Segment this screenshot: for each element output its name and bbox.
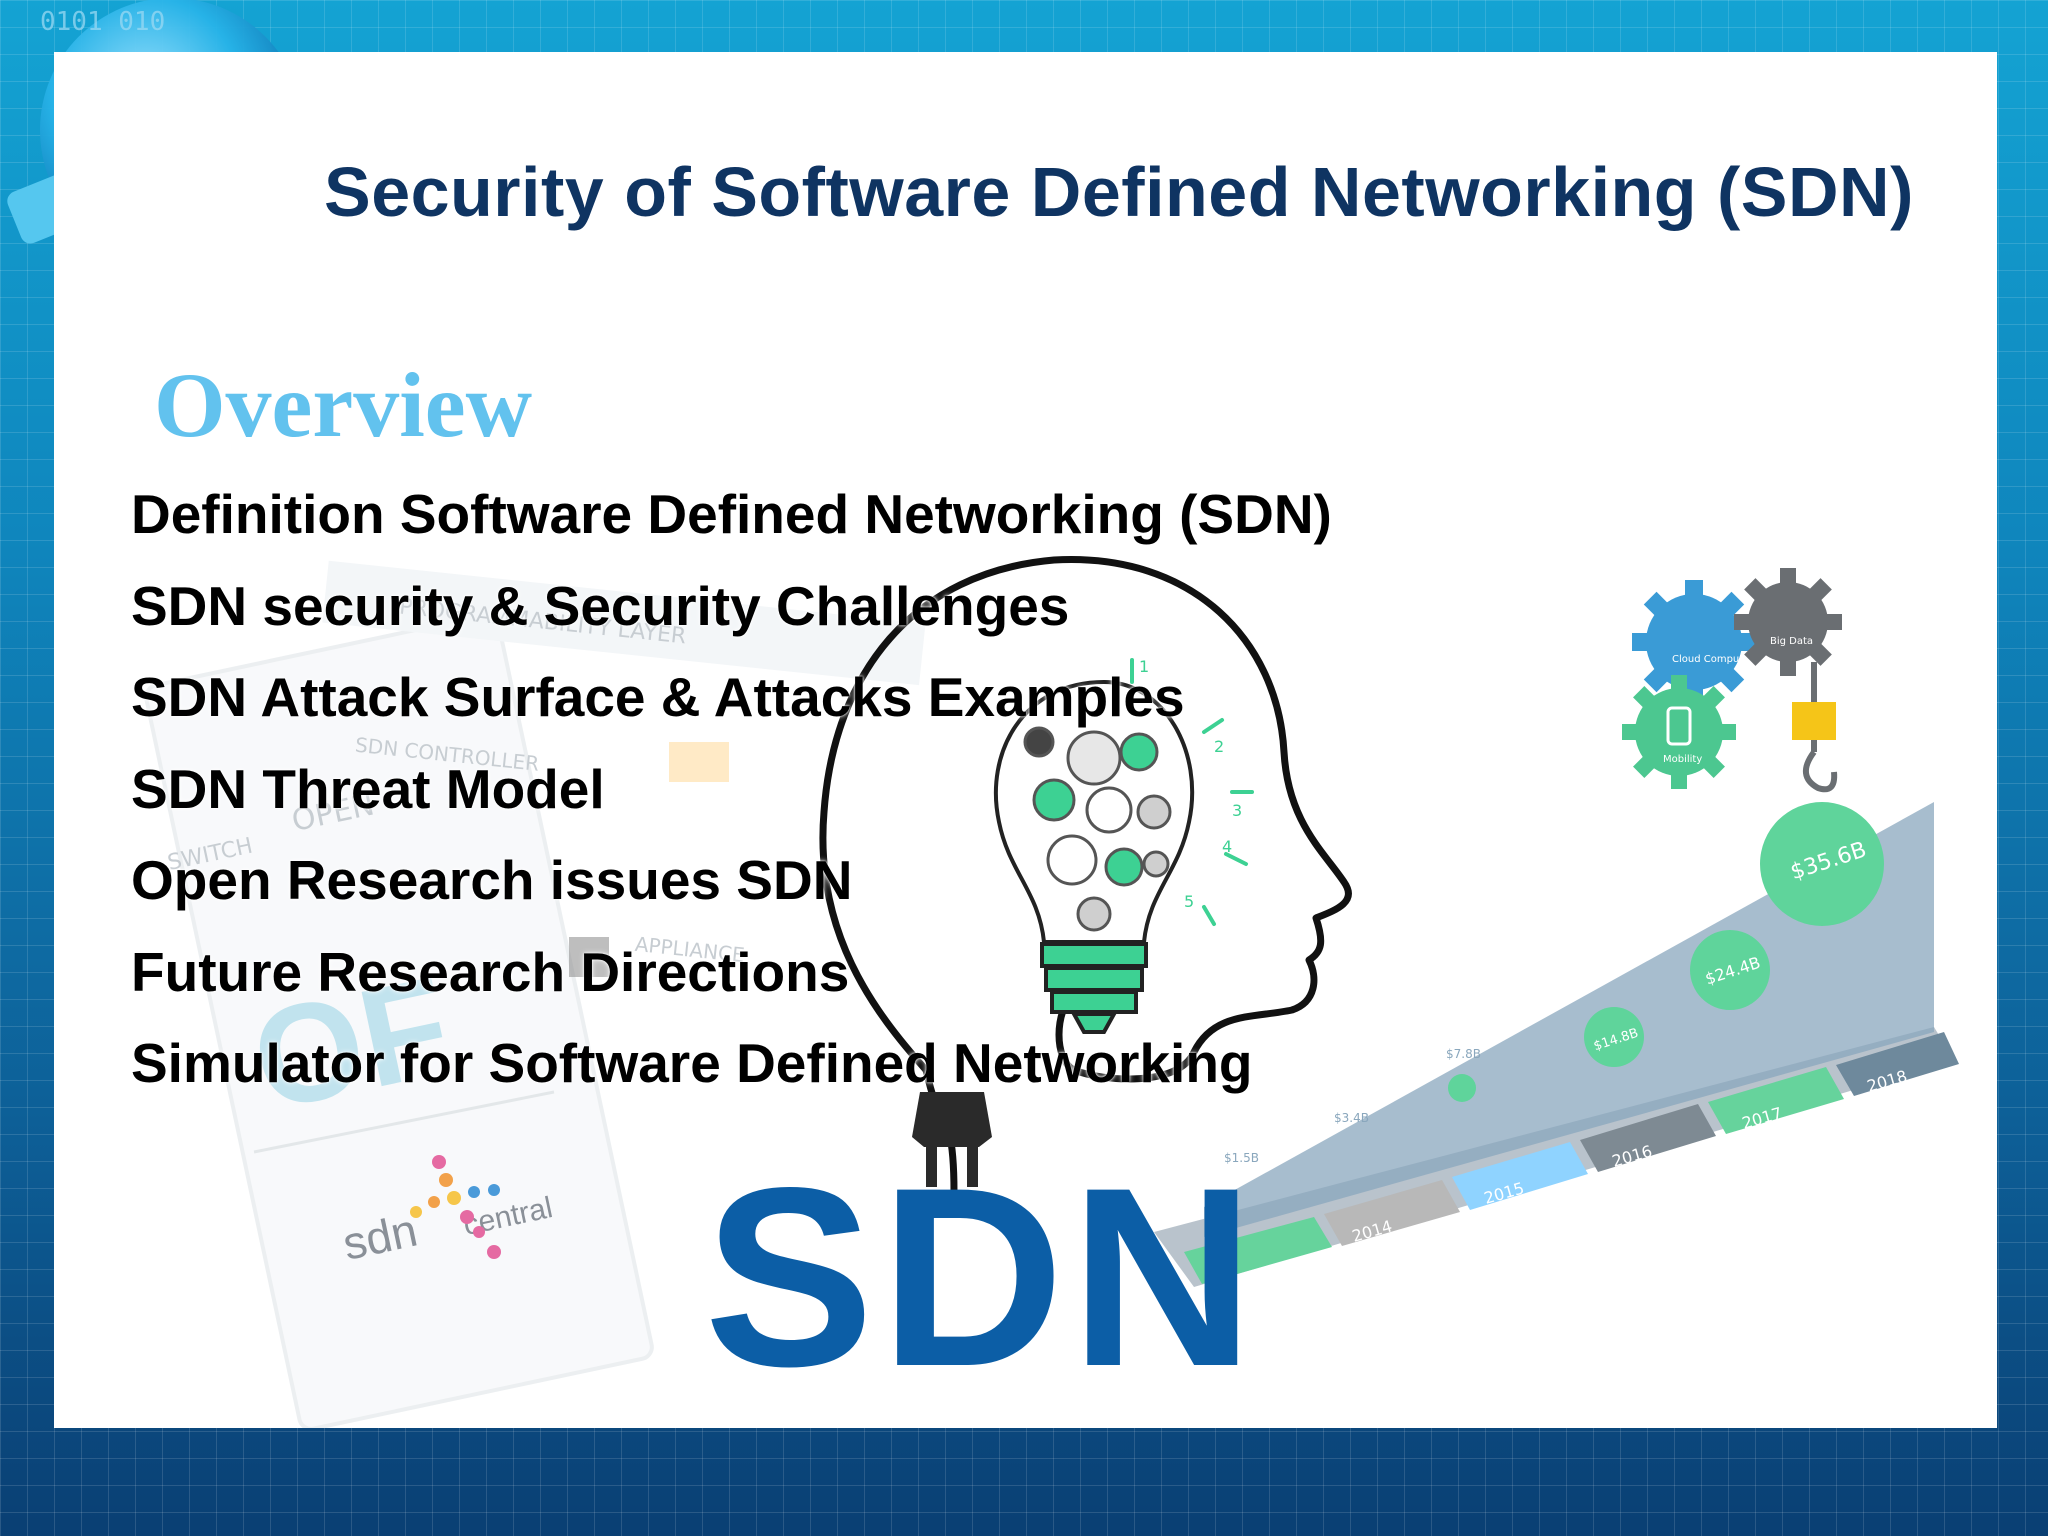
slide-panel: PROGRAMMABILITY LAYER SDN CONTROLLER APP… [54,52,1997,1428]
overview-item: Simulator for Software Defined Networkin… [131,1032,1253,1094]
growth-value-4: $7.8B [1446,1047,1481,1061]
overview-item: Definition Software Defined Networking (… [131,483,1332,545]
bulb-step-2: 2 [1214,737,1224,756]
overview-item: Future Research Directions [131,940,850,1003]
growth-value-5: $3.4B [1334,1111,1369,1125]
market-growth-chart: $35.6B $24.4B $14.8B $7.8B $3.4B $1.5B 2… [1154,802,1959,1287]
bulb-step-3: 3 [1232,801,1242,820]
overview-list: Definition Software Defined Networking (… [131,476,1332,1117]
plug-icon [912,1092,992,1187]
slide-title: Security of Software Defined Networking … [324,153,1914,231]
bulb-step-4: 4 [1222,837,1232,856]
overview-heading: Overview [154,354,533,456]
overview-item: Open Research issues SDN [131,849,853,911]
gears-icon: Cloud Computing Big Data [1622,568,1842,793]
diagram-card: PROGRAMMABILITY LAYER SDN CONTROLLER APP… [144,560,926,1428]
svg-text:0101 010: 0101 010 [40,7,165,37]
bulb-rays [1130,658,1254,926]
overview-item: SDN security & Security Challenges [131,574,1070,637]
overview-item: SDN Threat Model [131,757,605,820]
growth-value-6: $1.5B [1224,1151,1259,1165]
bulb-step-5: 5 [1184,892,1194,911]
bulb-step-1: 1 [1139,657,1149,676]
gear-label-bigdata: Big Data [1770,636,1813,647]
light-bulb [993,679,1195,1034]
gear-label-cloud: Cloud Computing [1672,654,1759,665]
sdn-illustration: PROGRAMMABILITY LAYER SDN CONTROLLER APP… [144,556,1959,1428]
sdn-logo-text: SDN [704,1135,1260,1420]
overview-item: SDN Attack Surface & Attacks Examples [131,666,1185,728]
gear-label-mobility: Mobility [1663,754,1702,765]
